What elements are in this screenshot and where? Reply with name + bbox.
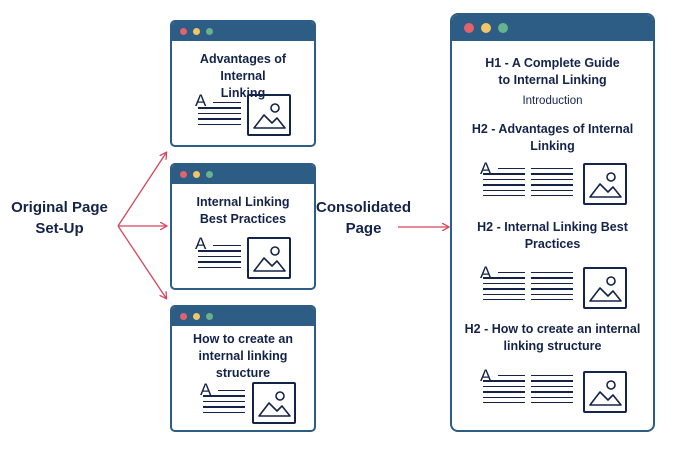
image-icon bbox=[583, 267, 627, 309]
page-window-structure: How to create an internal linking struct… bbox=[170, 305, 316, 432]
close-dot-icon bbox=[180, 313, 187, 320]
page-title: Advantages of Internal Linking bbox=[199, 52, 287, 100]
text-glyph-icon: A bbox=[195, 91, 207, 110]
text-lines-icon bbox=[483, 272, 525, 304]
consolidated-page-window: H1 - A Complete Guide to Internal Linkin… bbox=[450, 13, 655, 432]
page-window-advantages: Advantages of Internal Linking A bbox=[170, 20, 316, 147]
minimize-dot-icon bbox=[193, 28, 200, 35]
consolidated-page-label: Consolidated Page bbox=[316, 199, 412, 237]
maximize-dot-icon bbox=[206, 313, 213, 320]
text-lines-icon bbox=[531, 375, 573, 407]
image-icon bbox=[247, 237, 291, 279]
page-title: Internal Linking Best Practices bbox=[196, 195, 290, 226]
maximize-dot-icon bbox=[206, 171, 213, 178]
maximize-dot-icon bbox=[498, 23, 508, 33]
page-window-best-practices: Internal Linking Best Practices A bbox=[170, 163, 316, 290]
window-titlebar bbox=[172, 165, 314, 184]
text-lines-icon bbox=[531, 168, 573, 200]
window-titlebar bbox=[172, 22, 314, 41]
text-lines-icon bbox=[483, 375, 525, 407]
text-glyph-icon: A bbox=[195, 234, 207, 253]
h2-heading-advantages: H2 - Advantages of Internal Linking bbox=[471, 122, 634, 153]
page-title: How to create an internal linking struct… bbox=[192, 332, 294, 380]
close-dot-icon bbox=[180, 171, 187, 178]
text-lines-icon bbox=[198, 102, 241, 129]
text-lines-icon bbox=[531, 272, 573, 304]
image-icon bbox=[247, 94, 291, 136]
h1-heading: H1 - A Complete Guide to Internal Linkin… bbox=[485, 56, 620, 87]
text-glyph-icon: A bbox=[480, 366, 492, 385]
close-dot-icon bbox=[180, 28, 187, 35]
close-dot-icon bbox=[464, 23, 474, 33]
minimize-dot-icon bbox=[193, 171, 200, 178]
minimize-dot-icon bbox=[481, 23, 491, 33]
image-icon bbox=[252, 382, 296, 424]
text-lines-icon bbox=[198, 245, 241, 272]
arrow-to-page-1 bbox=[117, 153, 166, 227]
introduction-label: Introduction bbox=[522, 95, 583, 107]
window-titlebar bbox=[172, 307, 314, 326]
text-glyph-icon: A bbox=[480, 263, 492, 282]
text-glyph-icon: A bbox=[200, 380, 212, 399]
original-page-setup-label: Original Page Set-Up bbox=[11, 199, 108, 237]
h2-heading-best-practices: H2 - Internal Linking Best Practices bbox=[477, 220, 628, 251]
text-lines-icon bbox=[203, 390, 245, 417]
minimize-dot-icon bbox=[193, 313, 200, 320]
text-glyph-icon: A bbox=[480, 159, 492, 178]
text-lines-icon bbox=[483, 168, 525, 200]
image-icon bbox=[583, 163, 627, 205]
h2-heading-structure: H2 - How to create an internal linking s… bbox=[464, 322, 641, 353]
image-icon bbox=[583, 371, 627, 413]
arrow-to-page-3 bbox=[117, 225, 166, 298]
window-titlebar bbox=[452, 15, 653, 41]
maximize-dot-icon bbox=[206, 28, 213, 35]
